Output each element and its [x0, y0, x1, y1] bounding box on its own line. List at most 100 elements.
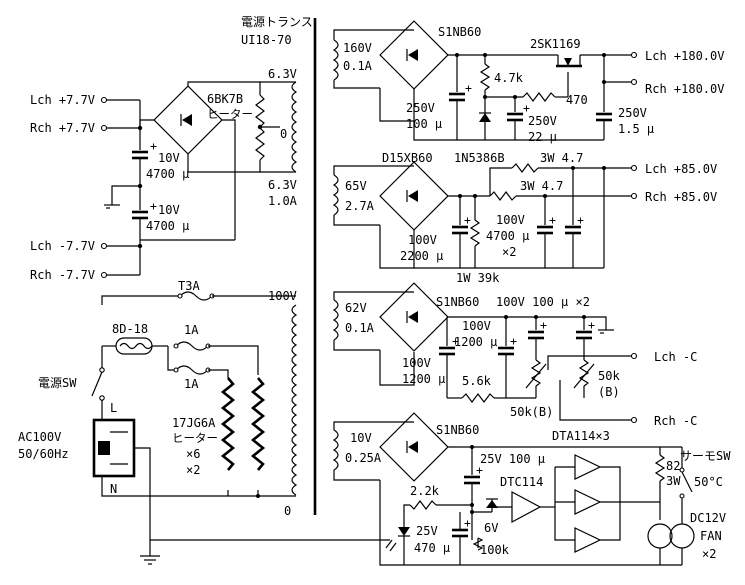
mid-sec-v: 65V	[345, 179, 367, 193]
heater-tube: 17JG6A	[172, 416, 216, 430]
mid-cap2-c: 4700 μ	[486, 229, 529, 243]
neg-sec-a: 0.1A	[345, 321, 375, 335]
switch-n: N	[110, 482, 117, 496]
heater-cap2-v: 10V	[158, 203, 180, 217]
svg-text:+: +	[577, 213, 584, 227]
heater-cap1-c: 4700 μ	[146, 167, 189, 181]
hv-bridge: S1NB60	[438, 25, 481, 39]
thermo-temp: 50°C	[694, 475, 723, 489]
fan-r1: 2.2k	[410, 484, 440, 498]
fan-cap2-c: 470 μ	[414, 541, 450, 555]
fan-bridge: S1NB60	[436, 423, 479, 437]
svg-text:+: +	[150, 139, 157, 153]
fuse-t3a: T3A	[178, 279, 200, 293]
mid-cap1-v: 100V	[408, 233, 437, 247]
fan-r2: 100k	[480, 543, 510, 557]
neg-vr2a: 50k	[598, 369, 620, 383]
heater-supply: 6.3V 0 6.3V 1.0A 6BK7B ヒーター Lch +7.7V Rc…	[30, 67, 298, 282]
neg-cap2-v: 100V	[402, 356, 431, 370]
heater-count2: ×2	[186, 463, 200, 477]
ac-input-line2: 50/60Hz	[18, 447, 69, 461]
neg-bridge: S1NB60	[436, 295, 479, 309]
hv-r-gate: 4.7k	[494, 71, 524, 85]
mid-bridge: D15XB60	[382, 151, 433, 165]
neg-r1: 5.6k	[462, 374, 492, 388]
svg-text:+: +	[510, 334, 517, 348]
fan-cap2-v: 25V	[416, 524, 438, 538]
mid-sec-a: 2.7A	[345, 199, 375, 213]
heater-sec-current: 1.0A	[268, 194, 298, 208]
fan-supply: 10V 0.25A S1NB60 + 25V 100 μ 2.2k + 25V …	[332, 412, 731, 566]
thermistor-label: 8D-18	[112, 322, 148, 336]
svg-text:+: +	[476, 463, 483, 477]
fan-r3: 3W	[666, 474, 681, 488]
mid-out-r: Rch +85.0V	[645, 190, 717, 204]
hv-cap3-c: 1.5 μ	[618, 122, 654, 136]
fuse-1a-top: 1A	[184, 323, 199, 337]
mid-r1: 3W 4.7	[540, 151, 583, 165]
neg-cap1-c: 1200 μ	[454, 335, 497, 349]
neg-cap1-v: 100V	[462, 319, 491, 333]
neg-out-r: Rch -C	[654, 414, 697, 428]
heater-count1: ×6	[186, 447, 200, 461]
mid-out-l: Lch +85.0V	[645, 162, 717, 176]
svg-text:+: +	[549, 213, 556, 227]
fan-v: DC12V	[690, 511, 726, 525]
out-rch-neg: Rch -7.7V	[30, 268, 95, 282]
out-rch-pos: Rch +7.7V	[30, 121, 95, 135]
fan-count: ×2	[702, 547, 716, 561]
svg-text:+: +	[464, 516, 471, 530]
heater-center-tap: 0	[280, 127, 287, 141]
mid-cap2-v: 100V	[496, 213, 525, 227]
svg-text:+: +	[464, 213, 471, 227]
power-switch-label: 電源SW	[38, 376, 77, 390]
neg-vr1: 50k(B)	[510, 405, 553, 419]
fan-sec-a: 0.25A	[345, 451, 382, 465]
transformer-title: 電源トランス	[241, 15, 313, 29]
heater-rectifier: 6BK7B	[207, 92, 243, 106]
svg-text:+: +	[150, 199, 157, 213]
fuse-1a-bottom: 1A	[184, 377, 199, 391]
svg-text:+: +	[452, 334, 459, 348]
neg-vr2b: (B)	[598, 385, 620, 399]
hv-zener: 1N5386B	[454, 151, 505, 165]
ac-input-line1: AC100V	[18, 430, 61, 444]
heater-rectifier-sub: ヒーター	[207, 107, 253, 121]
neg-sec-v: 62V	[345, 301, 367, 315]
hv-sec-a: 0.1A	[343, 59, 373, 73]
fan-cap-v: 25V 100 μ	[480, 452, 545, 466]
hv-fet: 2SK1169	[530, 37, 581, 51]
heater-sec-bottom: 6.3V	[268, 178, 297, 192]
heater-tube-sub: ヒーター	[172, 431, 218, 445]
hv-supply: 160V 0.1A S1NB60 + 250V 100 μ 4.7k 1N538…	[332, 20, 724, 165]
hv-cap1-c: 100 μ	[406, 117, 442, 131]
fan-zener-v: 6V	[484, 521, 498, 535]
hv-cap3-v: 250V	[618, 106, 647, 120]
heater-cap2-c: 4700 μ	[146, 219, 189, 233]
hv-cap2-c: 22 μ	[528, 130, 557, 144]
neg-cap2-c: 1200 μ	[402, 372, 445, 386]
hv-sec-v: 160V	[343, 41, 372, 55]
mid-r2: 3W 4.7	[520, 179, 563, 193]
out-lch-pos: Lch +7.7V	[30, 93, 95, 107]
transformer-model: UI18-70	[241, 33, 292, 47]
switch-l: L	[110, 401, 117, 415]
svg-text:+: +	[588, 318, 595, 332]
mid-cap2-n: ×2	[502, 245, 516, 259]
hv-out-r: Rch +180.0V	[645, 82, 724, 96]
fan-sec-v: 10V	[350, 431, 372, 445]
primary-circuit: 100V 0 T3A 8D-18 1A 1A 17JG6A ヒーター	[18, 279, 390, 565]
hv-r-series: 470	[566, 93, 588, 107]
svg-text:+: +	[540, 318, 547, 332]
svg-text:+: +	[465, 81, 472, 95]
hv-out-l: Lch +180.0V	[645, 49, 724, 63]
thermo-sw: サーモSW	[680, 449, 731, 463]
hv-cap2-v: 250V	[528, 114, 557, 128]
svg-text:+: +	[523, 101, 530, 115]
mid-cap1-c: 2200 μ	[400, 249, 443, 263]
fan-r3b: 82	[666, 459, 680, 473]
fan-buffer: DTA114×3	[552, 429, 610, 443]
fan-regulator: DTC114	[500, 475, 543, 489]
